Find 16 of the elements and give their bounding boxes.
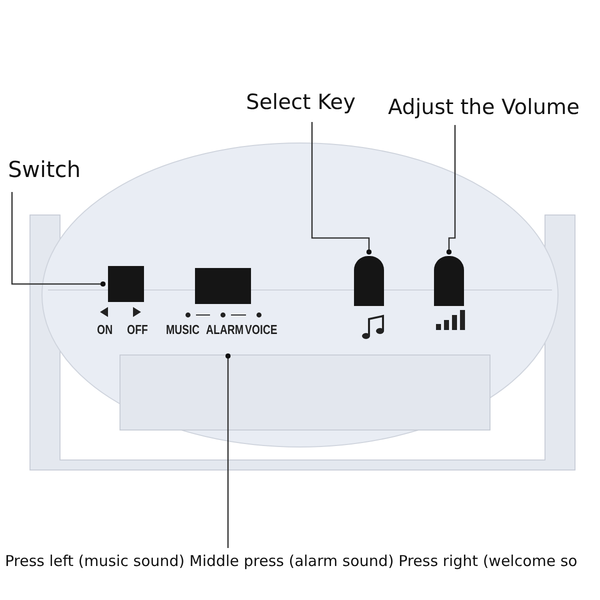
leader-line [446, 125, 456, 255]
push-button [354, 256, 384, 306]
leader-line [225, 353, 231, 548]
push-button [434, 256, 464, 306]
slide-switch [108, 266, 144, 302]
switch-position-label: ALARM [206, 322, 244, 337]
switch-position-label: OFF [127, 322, 148, 337]
callout-label: Adjust the Volume [388, 95, 580, 119]
switch-position-label: MUSIC [166, 322, 200, 337]
callout-label: Select Key [246, 90, 356, 114]
switch-position-label: VOICE [245, 322, 278, 337]
callout-label: Press left (music sound) Middle press (alarm sound) Press right (welcome so [5, 552, 578, 570]
callout-label: Switch [8, 158, 81, 183]
leader-line [311, 122, 372, 255]
leader-line [11, 192, 106, 287]
switch-position-label: ON [97, 322, 113, 337]
